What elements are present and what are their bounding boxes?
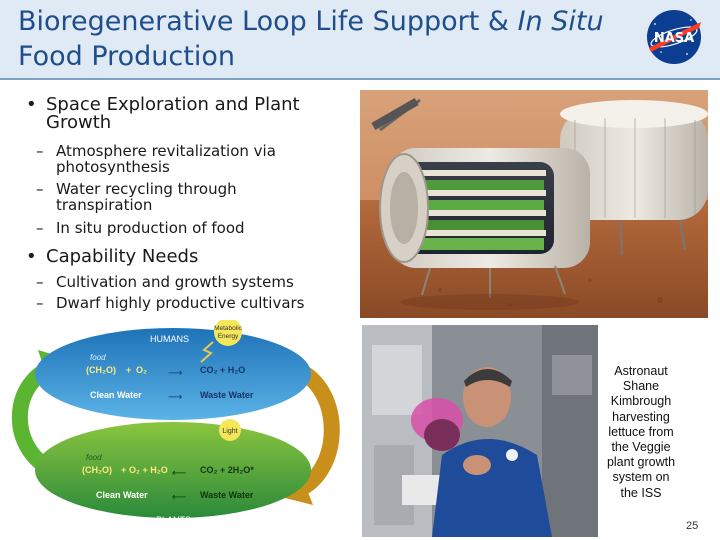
sub-bullet-text-cont: photosynthesis (56, 158, 170, 176)
lightning-icon (200, 341, 214, 363)
bottom-left-arrow-2-icon: ⟵ (172, 492, 186, 503)
bullet-dot-icon: • (26, 246, 37, 267)
plants-label: PLANTS (156, 515, 191, 525)
sub-bullet-text: Cultivation and growth systems (56, 273, 294, 291)
bottom-co2-label: CO₂ + 2H₂O* (200, 465, 254, 475)
sub-bullet-text: In situ production of food (56, 219, 245, 237)
slide-title: Bioregenerative Loop Life Support & In S… (18, 4, 618, 74)
top-waste-water-label: Waste Water (200, 390, 254, 400)
dash-icon: – (36, 219, 44, 237)
caption-line: the ISS (620, 485, 662, 500)
caption-line: lettuce from (608, 424, 674, 439)
top-ch2o-label: (CH₂O) (86, 365, 116, 375)
dash-icon: – (36, 142, 44, 160)
dash-icon: – (36, 180, 44, 198)
sub-bullet-text: Atmosphere revitalization via (56, 142, 276, 160)
caption-line: Astronaut (614, 364, 668, 378)
title-bar (0, 0, 720, 78)
metabolic-energy-label-2: Energy (218, 333, 239, 340)
caption-line: the Veggie (611, 440, 671, 455)
top-right-arrow-2-icon: ⟶ (168, 392, 182, 403)
bottom-left-arrow-icon: ⟵ (172, 468, 186, 479)
sub-bullet-text-cont: transpiration (56, 196, 153, 214)
bullet-text: Space Exploration and Plant (46, 94, 300, 115)
caption-line: harvesting (612, 409, 670, 424)
bottom-clean-water-label: Clean Water (96, 490, 148, 500)
page-number: 25 (686, 520, 699, 532)
top-plus-label: + (126, 365, 131, 375)
light-label: Light (222, 428, 237, 435)
top-co2-label: CO₂ + H₂O (200, 365, 245, 375)
bullet-text-cont: Growth (46, 112, 112, 133)
bullet-dot-icon: • (26, 94, 37, 115)
title-divider (0, 78, 720, 80)
caption-line: Shane (622, 379, 660, 394)
title-part-2: Food Production (18, 41, 235, 72)
metabolic-energy-label-1: Metabolic (214, 325, 243, 332)
humans-label: HUMANS (150, 334, 189, 344)
top-right-arrow-icon: ⟶ (168, 368, 182, 379)
bullet-text: Capability Needs (46, 246, 199, 267)
bottom-o2-label: O₂ + H₂O (129, 465, 168, 475)
caption-line: Kimbrough (610, 394, 672, 409)
bottom-ch2o-label: (CH₂O) (82, 465, 112, 475)
sub-bullet-text: Water recycling through (56, 180, 237, 198)
astronaut-photo (362, 325, 598, 537)
top-food-label: food (90, 353, 106, 362)
bottom-plus-label: + (121, 465, 126, 475)
bioregenerative-loop-diagram: HUMANS PLANTS Metabolic Energy food (CH₂… (8, 318, 348, 535)
top-o2-label: O₂ (136, 365, 147, 375)
nasa-meatball-icon: NASA (647, 10, 701, 64)
sub-bullet-text: Dwarf highly productive cultivars (56, 294, 305, 312)
sun-metabolic-icon (214, 318, 242, 346)
bottom-waste-water-label: Waste Water (200, 490, 254, 500)
mars-greenhouse-illustration (360, 90, 708, 318)
photo-caption: Astronaut Shane Kimbrough harvesting let… (600, 364, 682, 501)
bottom-food-label: food (86, 453, 102, 462)
sun-light-icon (219, 419, 241, 441)
caption-line: system on (612, 470, 670, 485)
title-italic: In Situ (517, 6, 604, 37)
dash-icon: – (36, 273, 44, 291)
title-part-1: Bioregenerative Loop Life Support & (18, 6, 518, 37)
nasa-logo-text: NASA (654, 31, 694, 46)
dash-icon: – (36, 294, 44, 312)
caption-line: plant growth (606, 455, 676, 470)
top-clean-water-label: Clean Water (90, 390, 142, 400)
nasa-logo: NASA (641, 8, 707, 66)
